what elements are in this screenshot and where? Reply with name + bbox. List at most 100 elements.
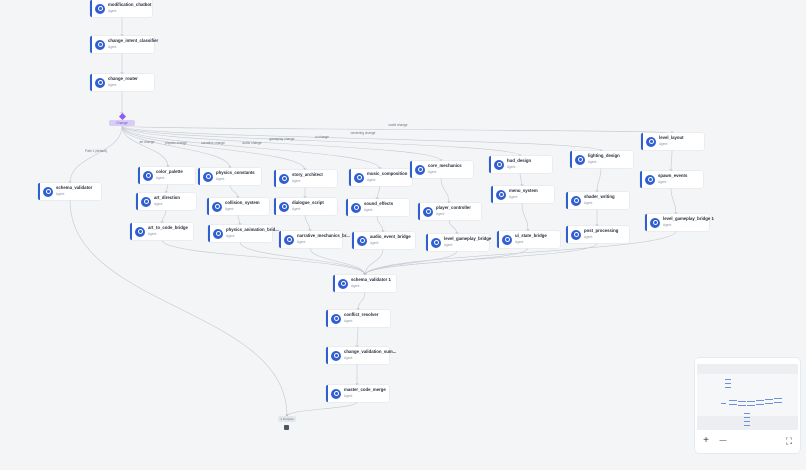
minimap-view[interactable] [697, 364, 798, 430]
node-menu-system[interactable]: menu_system Agent [491, 186, 554, 203]
node-spawn-events[interactable]: spawn_events Agent [640, 171, 703, 188]
node-title: audio_event_bridge [370, 234, 411, 239]
agent-node-icon [284, 234, 294, 245]
node-change-validation-summary[interactable]: change_validation_sum... Agent [326, 347, 396, 364]
plus-icon[interactable]: + [703, 435, 709, 446]
node-collision-system[interactable]: collision_system Agent [207, 198, 269, 215]
edge-connector [364, 250, 458, 276]
node-subtitle: Agent [292, 178, 301, 183]
agent-node-icon [431, 237, 441, 248]
node-subtitle: Agent [108, 8, 117, 13]
edge-connector [69, 199, 288, 417]
node-subtitle: Agent [226, 233, 235, 238]
node-subtitle: Agent [344, 318, 353, 323]
outputs-label[interactable]: 1 Outputs [278, 416, 296, 422]
node-audio-event-bridge[interactable]: audio_event_bridge Agent [352, 232, 415, 249]
edge-label-default: Path 1 (default) [85, 149, 107, 153]
node-subtitle: Agent [216, 176, 225, 181]
agent-node-icon [646, 136, 656, 147]
agent-node-icon [354, 172, 364, 183]
node-subtitle: Agent [588, 159, 597, 164]
edge-connector [237, 214, 241, 226]
edge-connector [286, 401, 358, 417]
fit-view-icon[interactable]: ⛶ [785, 436, 793, 446]
minus-icon[interactable]: — [719, 437, 727, 444]
edge-label-physics: physics change [165, 141, 187, 145]
node-subtitle: Agent [108, 44, 117, 49]
minimap-viewport[interactable] [697, 374, 798, 416]
agent-node-icon [494, 159, 504, 170]
node-art-direction[interactable]: art_direction Agent [136, 193, 196, 210]
node-change-intent-classifier[interactable]: change_intent_classifier Agent [90, 36, 158, 53]
node-title: ui_state_bridge [515, 233, 547, 238]
minimap-node [725, 387, 731, 389]
node-subtitle: Agent [444, 242, 453, 247]
node-physics-constants[interactable]: physics_constants Agent [198, 168, 261, 185]
node-change-router[interactable]: change_router Agent [90, 74, 154, 91]
agent-node-icon [141, 196, 151, 207]
node-music-composition[interactable]: music_composition Agent [349, 169, 412, 186]
agent-node-icon [331, 313, 341, 324]
minimap-toolbar: + — ⛶ [695, 432, 800, 453]
edge-connector [376, 185, 381, 200]
node-level-gameplay-bridge-1[interactable]: level_gameplay_bridge 1 Agent [645, 214, 714, 231]
agent-node-icon [575, 154, 585, 165]
node-color-palette[interactable]: color_palette Agent [138, 167, 195, 184]
edge-connector [357, 291, 366, 311]
edge-connector [121, 125, 381, 170]
node-subtitle: Agent [154, 201, 163, 206]
node-title: schema_validator 1 [351, 277, 391, 282]
minimap-node [774, 398, 782, 400]
output-handle[interactable] [284, 425, 289, 430]
node-subtitle: Agent [584, 200, 593, 205]
edge-label-audio: audio change [242, 141, 262, 145]
router-label[interactable]: Change [109, 120, 135, 126]
node-title: collision_system [225, 200, 260, 205]
agent-node-icon [502, 234, 512, 245]
minimap-node [744, 421, 750, 423]
node-shader-writing[interactable]: shader_writing Agent [566, 192, 629, 209]
node-schema-validator-1[interactable]: schema_validator 1 Agent [333, 275, 396, 292]
minimap-node [747, 401, 755, 403]
node-schema-validator[interactable]: schema_validator Agent [38, 183, 101, 200]
node-title: spawn_events [658, 173, 688, 178]
node-title: conflict_resolver [344, 312, 379, 317]
node-title: art_direction [154, 195, 181, 200]
node-post-processing[interactable]: post_processing Agent [566, 226, 629, 243]
node-subtitle: Agent [225, 206, 234, 211]
edge-connector [670, 149, 673, 172]
node-dialogue-script[interactable]: dialogue_script Agent [274, 198, 337, 215]
node-lighting-design[interactable]: lighting_design Agent [570, 151, 633, 168]
node-hud-design[interactable]: hud_design Agent [489, 156, 552, 173]
agent-node-icon [212, 201, 222, 212]
edge-label-world: world change [388, 123, 408, 127]
edge-connector [121, 125, 231, 169]
node-player-controller[interactable]: player_controller Agent [418, 203, 481, 220]
node-ui-state-bridge[interactable]: ui_state_bridge Agent [497, 231, 560, 248]
minimap-node [756, 404, 764, 406]
node-core-mechanics[interactable]: core_mechanics Agent [410, 161, 473, 178]
node-level-layout[interactable]: level_layout Agent [641, 133, 704, 150]
minimap-node [747, 405, 755, 407]
node-physics-animation-bridge[interactable]: physics_animation_brid... Agent [208, 225, 279, 242]
edge-connector [121, 125, 521, 157]
node-conflict-resolver[interactable]: conflict_resolver Agent [326, 310, 390, 327]
node-narrative-mechanics-bridge[interactable]: narrative_mechanics_br... Agent [279, 231, 350, 248]
agent-node-icon [203, 171, 213, 182]
node-modification-chatbot[interactable]: modification_chatbot Agent [90, 0, 152, 17]
agent-node-icon [279, 201, 289, 212]
node-title: level_gameplay_bridge 1 [663, 216, 714, 221]
node-level-gameplay-bridge[interactable]: level_gameplay_bridge Agent [426, 234, 491, 251]
minimap-panel[interactable]: + — ⛶ [695, 358, 800, 453]
minimap-node [765, 399, 773, 401]
minimap-node [729, 404, 737, 406]
node-subtitle: Agent [428, 169, 437, 174]
node-sound-effects[interactable]: sound_effects Agent [346, 199, 409, 216]
node-master-code-merge[interactable]: master_code_merge Agent [326, 385, 389, 402]
edge-connector [519, 172, 523, 187]
node-title: level_layout [659, 135, 684, 140]
node-title: change_router [108, 76, 138, 81]
node-art-to-code-bridge[interactable]: art_to_code_bridge Agent [130, 223, 193, 240]
node-story-architect[interactable]: story_architect Agent [274, 170, 337, 187]
